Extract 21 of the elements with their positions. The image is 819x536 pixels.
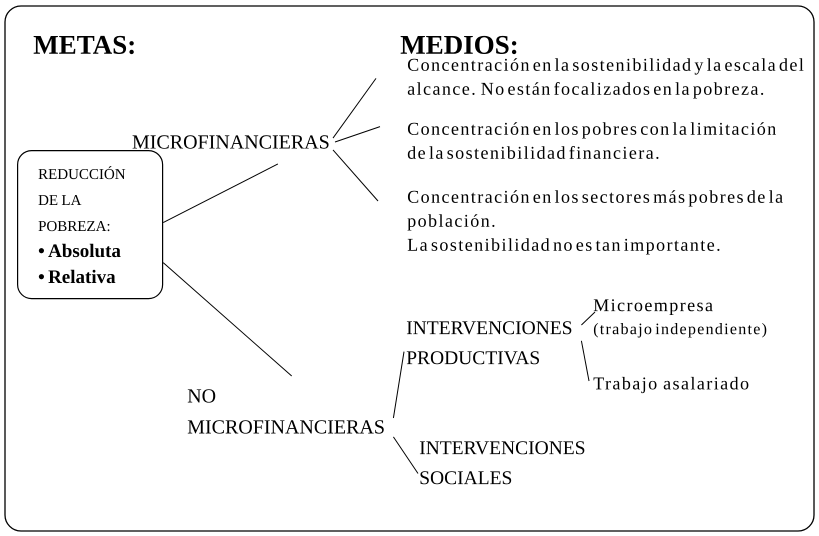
connector-line — [162, 163, 278, 224]
category-label: NO MICROFINANCIERAS — [188, 389, 384, 434]
heading: METAS: — [34, 36, 134, 54]
connector-line — [162, 262, 292, 376]
goal-box: REDUCCIÓN DE LA POBREZA: • Absoluta • Relativa — [17, 150, 164, 300]
connector-line — [332, 149, 378, 202]
connector-line — [334, 126, 380, 142]
heading: MEDIOS: — [400, 36, 516, 54]
connector-line — [392, 436, 418, 474]
connector-line — [580, 340, 590, 382]
description-text: Concentración en los sectores más pobres de la población. La sostenibilidad no es tan importante. — [408, 190, 783, 255]
description-text: Concentración en la sostenibilidad y la escala del alcance. No están focalizados en la pobreza. — [408, 58, 804, 99]
description-text: Trabajo asalariado — [594, 376, 748, 394]
intervention-label: INTERVENCIONES PRODUCTIVAS — [406, 321, 572, 364]
connector-line — [580, 312, 596, 326]
description-text: Concentración en los pobres con la limitación de la sostenibilidad financiera. — [408, 122, 776, 159]
intervention-label: INTERVENCIONES SOCIALES — [420, 441, 584, 484]
category-label: MICROFINANCIERAS — [132, 135, 329, 149]
connector-line — [392, 351, 404, 418]
description-text: Microempresa (trabajo independiente) — [594, 299, 766, 338]
connector-line — [332, 78, 376, 139]
